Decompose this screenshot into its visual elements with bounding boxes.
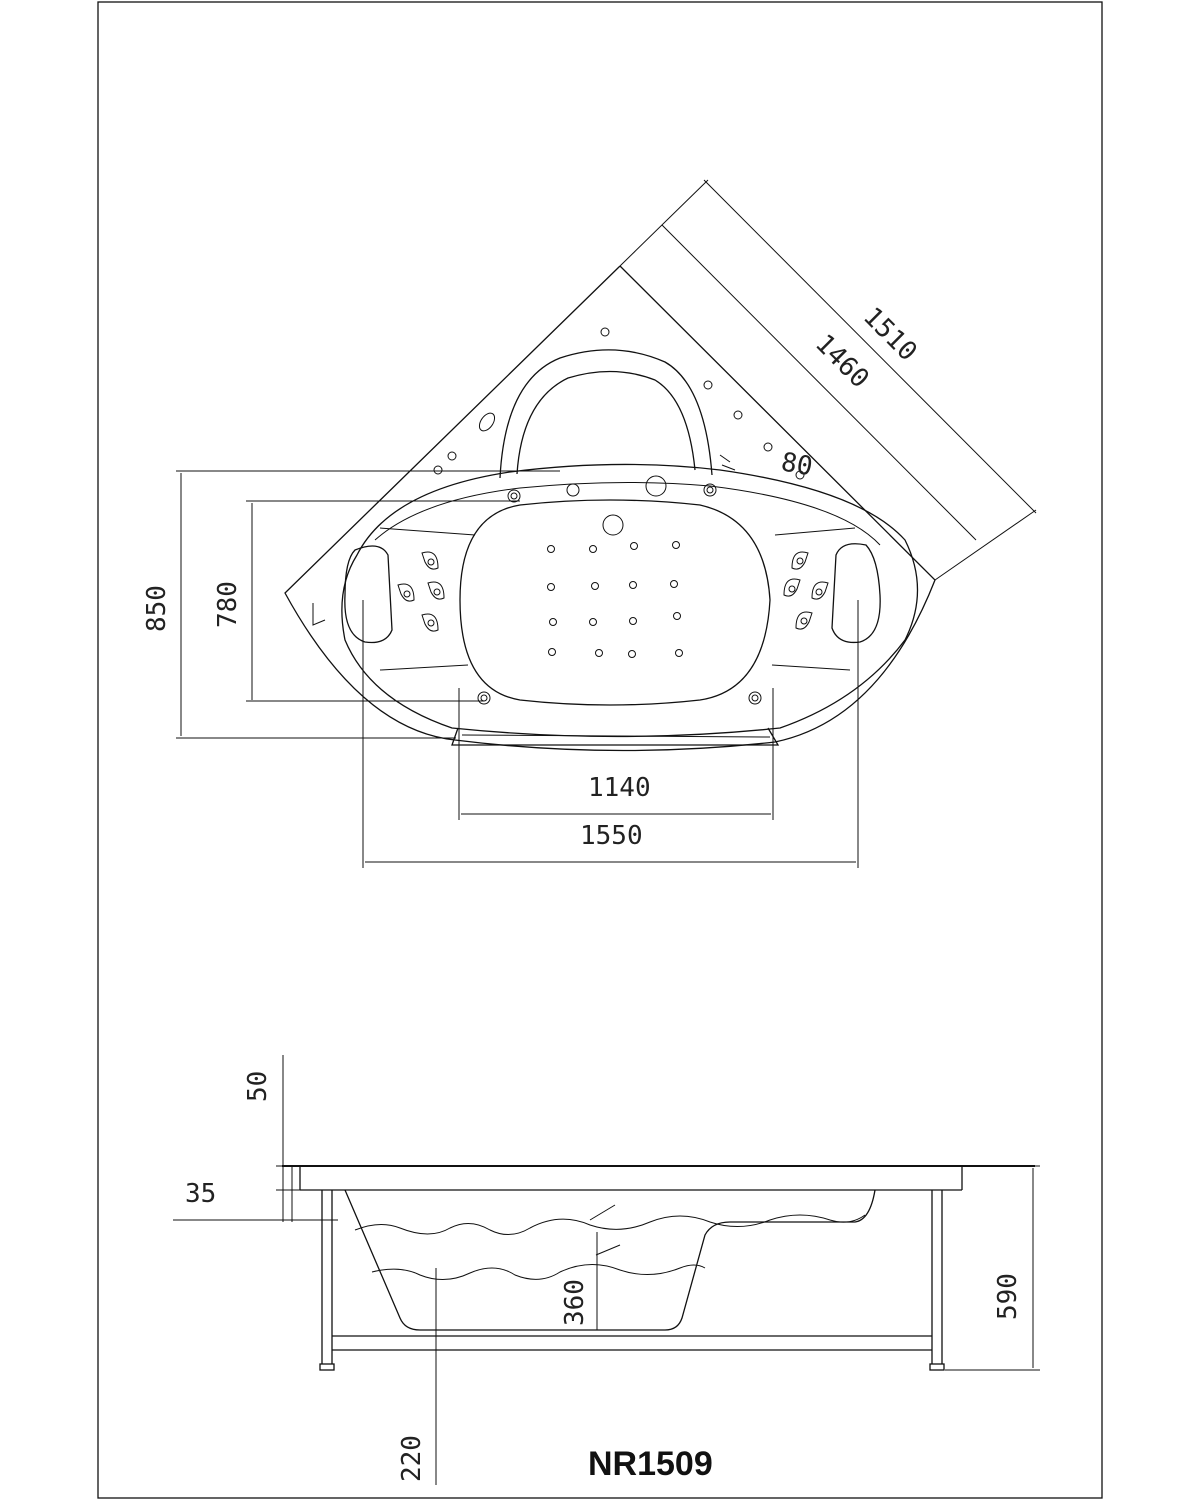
dim-780: 780 [213,581,243,628]
deck-slab [282,1165,1035,1191]
dim-width-outer: 1550 [362,600,859,868]
dim-height-inner: 780 [213,500,520,702]
right-pillow [831,543,881,644]
basin [459,499,771,706]
dim-35: 35 [185,1179,216,1209]
support-frame [319,1190,945,1371]
deck-fittings [312,327,805,705]
dim-590: 590 [993,1273,1023,1320]
drawing-frame [97,1,1103,1499]
shell-profile [344,1189,876,1331]
side-view: 50 35 360 220 590 [173,1055,1040,1485]
dim-1140: 1140 [588,773,651,803]
water-level-upper [354,1214,866,1235]
dim-width-inner: 1140 [458,688,774,820]
dim-850: 850 [142,585,172,632]
dim-depth: 360 [560,1232,598,1330]
model-number: NR1509 [588,1445,713,1483]
left-pillow [344,545,393,644]
dim-lip: 35 [173,1166,338,1222]
bottom-jets [547,541,683,658]
dim-360: 360 [560,1279,590,1326]
dim-1460: 1460 [809,329,874,394]
back-jets-left [397,551,445,632]
dim-height-outer: 850 [142,470,560,739]
headrest-arch [499,349,713,479]
dim-1510: 1510 [857,302,922,367]
dim-bottom: 220 [397,1268,437,1485]
dim-220: 220 [397,1435,427,1482]
dim-height: 590 [945,1165,1040,1371]
dim-rim: 50 [243,1055,300,1222]
back-jets-right [783,551,829,630]
dim-1550: 1550 [580,821,643,851]
dim-diag-outer: 1510 [619,179,1037,581]
tub-outline [284,265,936,752]
dim-80: 80 [779,447,815,482]
water-level-lower [371,1264,706,1280]
dim-50: 50 [243,1071,273,1102]
top-view: 1510 1460 80 850 780 1140 [142,179,1037,868]
